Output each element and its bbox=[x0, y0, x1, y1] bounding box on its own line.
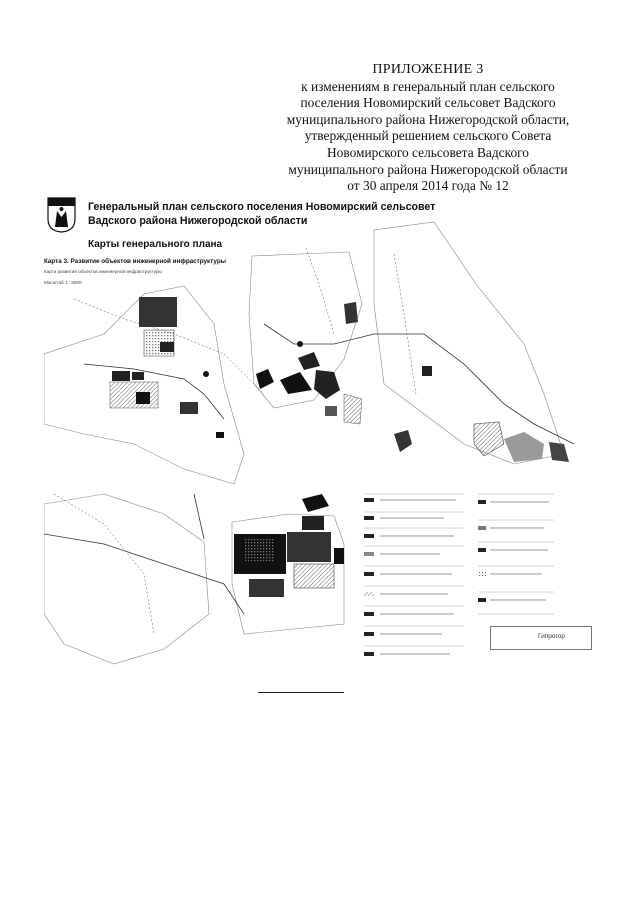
heading-line: утвержденный решением сельского Совета bbox=[304, 128, 552, 144]
title-block-stamp: Гипрогор bbox=[490, 626, 592, 650]
heading-line: муниципального района Нижегородской обла… bbox=[288, 161, 568, 177]
coat-of-arms-icon bbox=[47, 197, 76, 233]
heading-line: от 30 апреля 2014 года № 12 bbox=[347, 178, 509, 194]
map-plate: Генеральный план сельского поселения Нов… bbox=[44, 194, 592, 669]
appendix-label: ПРИЛОЖЕНИЕ 3 bbox=[372, 62, 484, 77]
map-subtitle: Карта развития объектов инженерной инфра… bbox=[44, 269, 162, 274]
map-scale: Масштаб 1 : 5000 bbox=[44, 280, 82, 285]
heading-line: к изменениям в генеральный план сельског… bbox=[301, 78, 555, 94]
stamp-text: Гипрогор bbox=[538, 633, 565, 640]
plan-title-line: Генеральный план сельского поселения Нов… bbox=[88, 201, 436, 213]
heading-line: Новомирского сельсовета Вадского bbox=[326, 144, 529, 160]
plan-title: Генеральный план сельского поселения Нов… bbox=[88, 200, 435, 228]
plan-title-line: Вадского района Нижегородской области bbox=[88, 215, 308, 227]
plan-subtitle: Карты генерального плана bbox=[88, 239, 223, 250]
map-title: Карта 3. Развитие объектов инженерной ин… bbox=[44, 258, 227, 265]
document-heading: ПРИЛОЖЕНИЕ 3 к изменениям в генеральный … bbox=[258, 62, 598, 195]
heading-line: поселения Новомирский сельсовет Вадского bbox=[300, 95, 556, 111]
bottom-divider bbox=[258, 692, 344, 693]
heading-line: муниципального района Нижегородской обла… bbox=[286, 111, 570, 127]
plan-map-drawing bbox=[44, 221, 575, 665]
